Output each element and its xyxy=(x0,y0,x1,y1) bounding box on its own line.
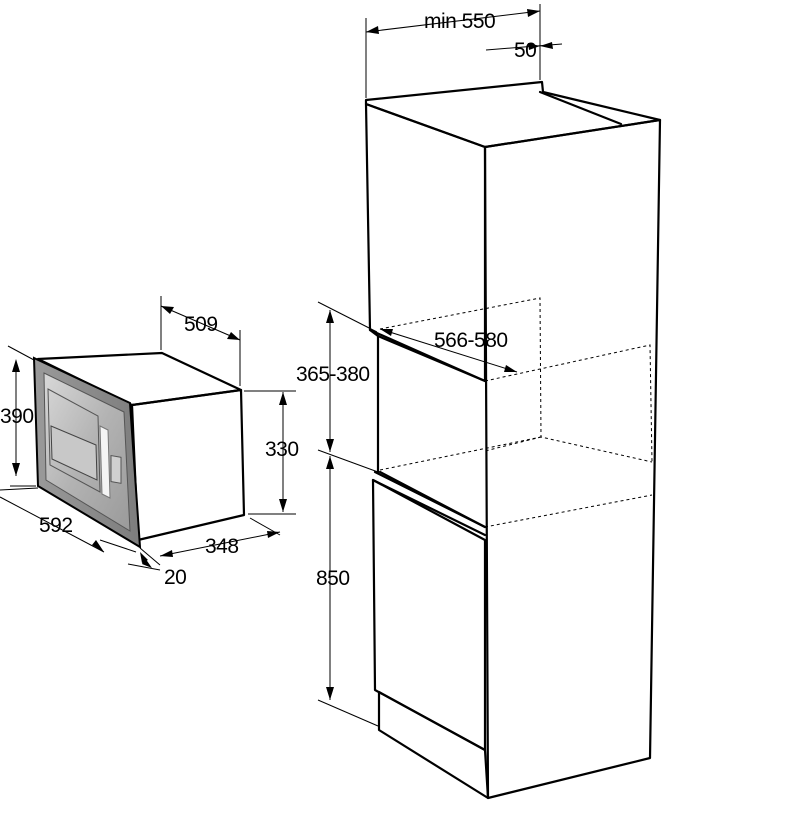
label-oven-depth-top: 509 xyxy=(184,313,218,336)
label-oven-width: 592 xyxy=(39,514,73,537)
cabinet-top xyxy=(364,80,662,149)
label-oven-height-inner: 330 xyxy=(265,438,299,461)
cabinet-dimension-lines xyxy=(317,4,563,727)
oven-dimension-lines xyxy=(0,296,296,571)
oven-handle xyxy=(99,425,111,499)
dimension-labels: 509 390 330 592 348 20 min 550 50 566-58… xyxy=(0,10,537,590)
label-cabinet-min-depth: min 550 xyxy=(424,10,495,33)
oven-side-face xyxy=(130,388,246,542)
label-cabinet-gap: 50 xyxy=(514,39,536,62)
label-frame-thickness: 20 xyxy=(164,566,186,589)
label-oven-height-outer: 390 xyxy=(0,405,34,428)
cabinet-drawing xyxy=(364,80,662,800)
oven-control-panel xyxy=(110,454,122,484)
label-niche-height: 365-380 xyxy=(296,363,370,386)
label-niche-width: 566-580 xyxy=(434,329,508,352)
label-oven-depth-bottom: 348 xyxy=(205,535,239,558)
cabinet-right-side xyxy=(483,118,662,800)
oven-window xyxy=(47,388,101,493)
cabinet-plinth xyxy=(377,690,490,800)
cabinet-lower-front xyxy=(371,478,487,752)
oven-drawing xyxy=(32,351,246,549)
oven-window-glass xyxy=(50,425,98,481)
label-niche-floor-height: 850 xyxy=(316,567,350,590)
